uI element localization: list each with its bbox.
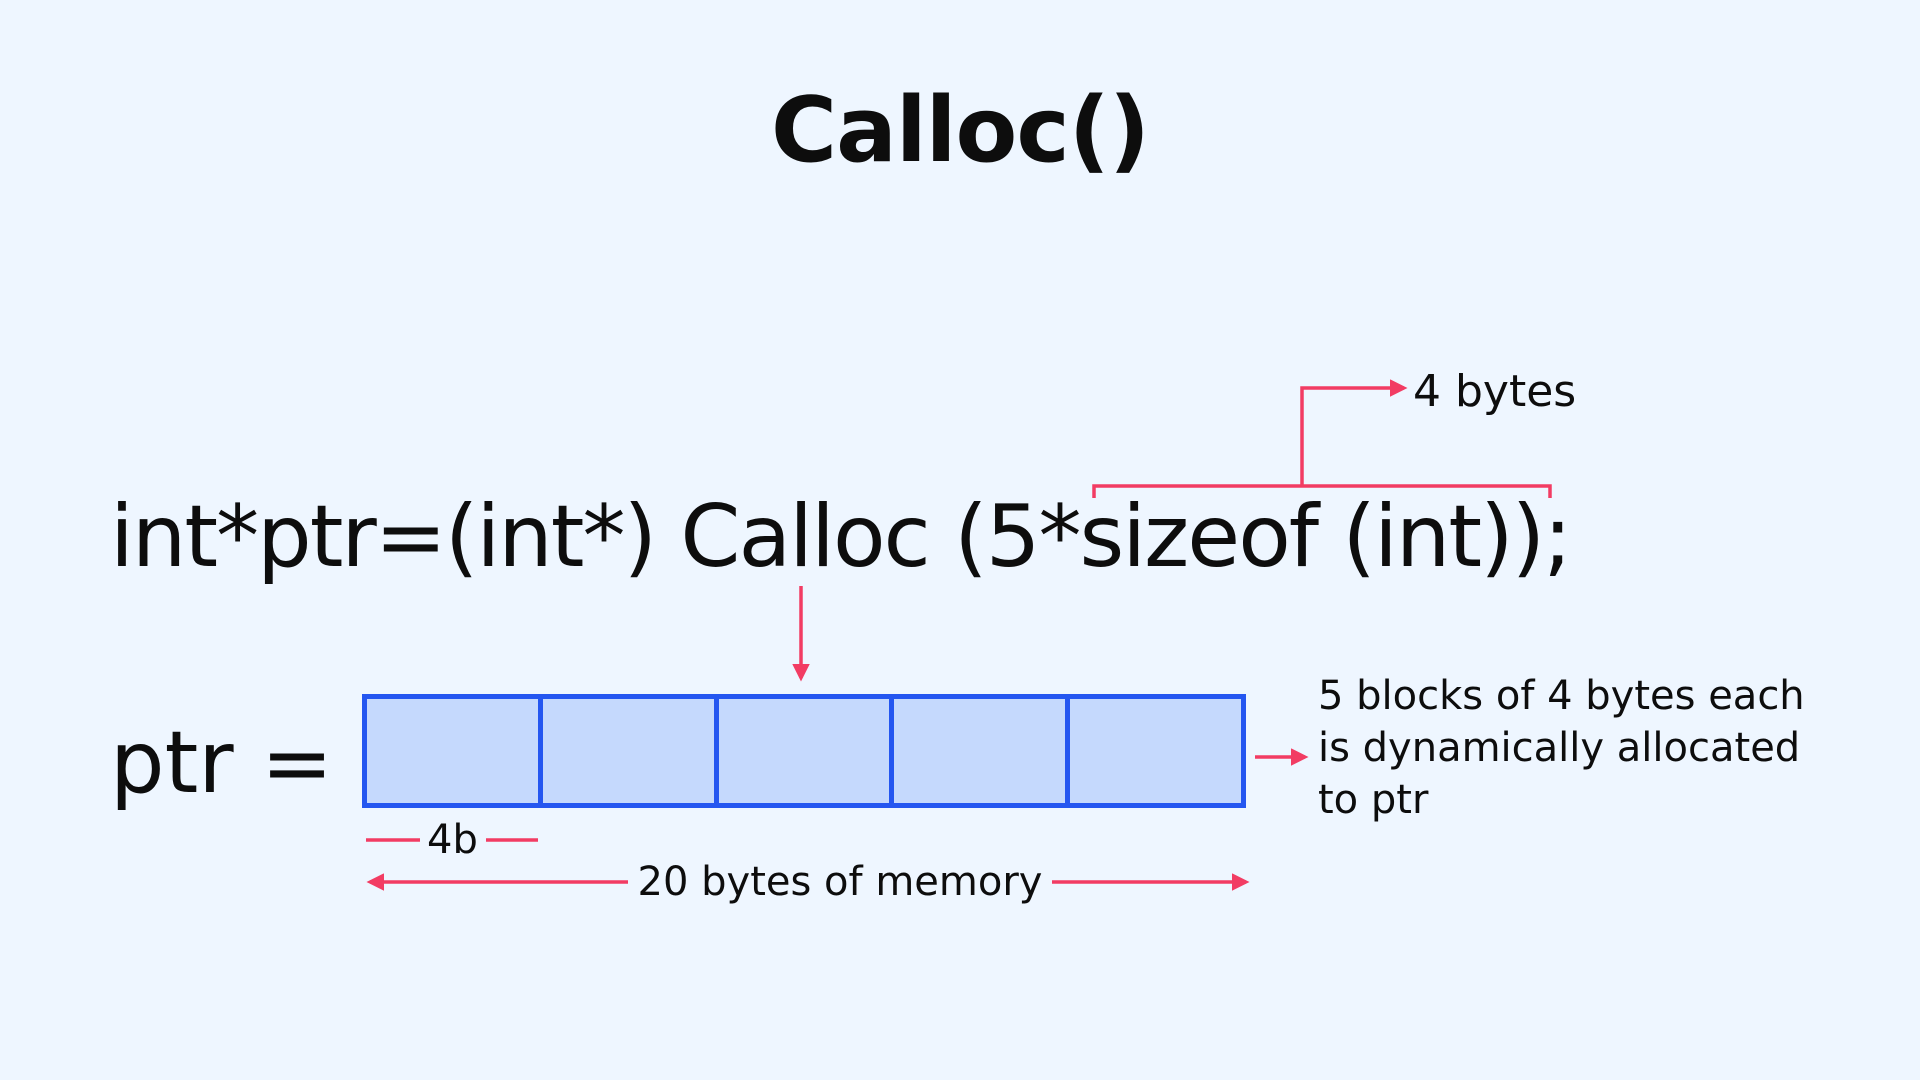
description-line-2: is dynamically allocated — [1318, 725, 1801, 771]
calloc-code-line: int*ptr=(int*) Calloc (5*sizeof (int)); — [110, 487, 1572, 587]
description-line-3: to ptr — [1318, 777, 1429, 823]
ptr-label: ptr = — [110, 713, 334, 813]
memory-block-1 — [367, 699, 543, 803]
page-title: Calloc() — [771, 78, 1150, 183]
memory-block-4 — [894, 699, 1071, 803]
sizeof-result-label: 4 bytes — [1413, 366, 1577, 417]
allocation-description: 5 blocks of 4 bytes each is dynamically … — [1318, 670, 1805, 826]
block-size-label: 4b — [427, 817, 478, 863]
description-line-1: 5 blocks of 4 bytes each — [1318, 673, 1805, 719]
total-memory-label: 20 bytes of memory — [628, 862, 1052, 902]
memory-block-2 — [543, 699, 719, 803]
sizeof-arrow — [1300, 379, 1408, 486]
sizeof-bracket — [1092, 484, 1552, 498]
memory-block-3 — [719, 699, 895, 803]
memory-block-array — [362, 694, 1246, 808]
